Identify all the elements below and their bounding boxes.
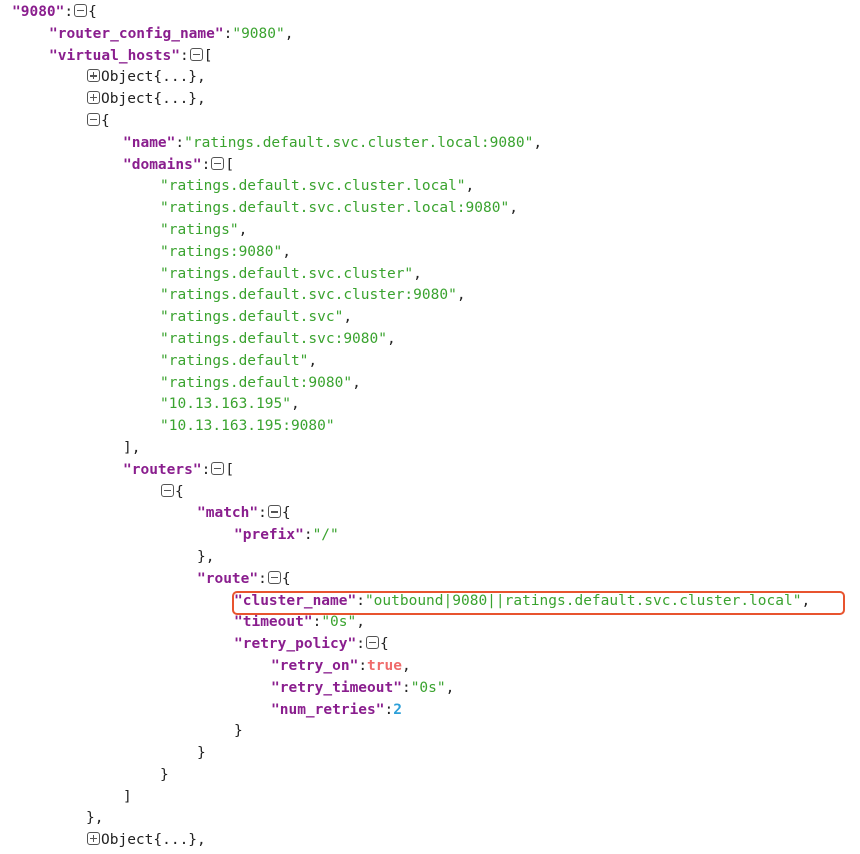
json-viewer: "9080":{ "router_config_name":"9080", "v… — [12, 2, 810, 852]
json-key-root: "9080" — [12, 4, 65, 20]
json-value-timeout: "0s" — [321, 614, 357, 631]
json-line-root: "9080":{ — [12, 4, 97, 20]
collapse-toggle-icon[interactable] — [211, 461, 225, 475]
json-line-domains: "domains":[ — [123, 156, 235, 173]
json-line-retry-on: "retry_on":true, — [271, 657, 411, 674]
json-value-name: "ratings.default.svc.cluster.local:9080" — [184, 134, 534, 151]
json-key-match: "match" — [197, 505, 259, 522]
json-value-retry-on: true — [367, 657, 402, 674]
collapse-toggle-icon[interactable] — [267, 570, 281, 584]
collapsed-object-label[interactable]: Object{...} — [101, 832, 198, 849]
domain-value: "10.13.163.195" — [160, 396, 291, 413]
json-line-domain-item: "ratings.default", — [160, 352, 318, 369]
json-key-name: "name" — [123, 134, 176, 151]
json-line-cluster-name: "cluster_name":"outbound|9080||ratings.d… — [234, 592, 811, 609]
domain-value: "10.13.163.195:9080" — [160, 418, 335, 435]
json-line-object-open: { — [12, 111, 810, 133]
json-line-retry-policy-close: } — [234, 723, 243, 740]
json-line-domain-item: "ratings.default.svc.cluster", — [160, 265, 422, 282]
domain-value: "ratings.default.svc.cluster" — [160, 265, 414, 282]
json-key-domains: "domains" — [123, 156, 202, 173]
json-line-collapsed-object: Object{...}, — [12, 89, 810, 111]
json-line-router-open: { — [12, 482, 810, 504]
json-value-num-retries: 2 — [393, 701, 402, 718]
json-key-cluster-name: "cluster_name" — [234, 592, 357, 609]
json-line-timeout: "timeout":"0s", — [234, 614, 365, 631]
domain-value: "ratings.default" — [160, 352, 309, 369]
json-key-router-config-name: "router_config_name" — [49, 25, 224, 42]
json-value-router-config-name: "9080" — [232, 25, 285, 42]
collapse-toggle-icon[interactable] — [189, 47, 203, 61]
json-line-domain-item: "ratings", — [160, 221, 248, 238]
json-line-virtual-hosts: "virtual_hosts":[ — [49, 47, 213, 64]
expand-toggle-icon[interactable] — [87, 69, 100, 83]
json-line-retry-policy: "retry_policy":{ — [234, 636, 389, 653]
json-line-collapsed-object: Object{...}, — [12, 67, 810, 89]
json-key-timeout: "timeout" — [234, 614, 313, 631]
json-line-domain-item: "10.13.163.195", — [160, 396, 300, 413]
json-line-num-retries: "num_retries":2 — [271, 701, 402, 718]
expand-toggle-icon[interactable] — [87, 832, 100, 846]
json-line-domain-item: "ratings.default.svc", — [160, 309, 353, 326]
domain-value: "ratings.default.svc.cluster.local" — [160, 178, 466, 195]
json-key-retry-policy: "retry_policy" — [234, 636, 357, 653]
collapse-toggle-icon[interactable] — [365, 636, 379, 650]
json-key-prefix: "prefix" — [234, 527, 304, 544]
json-value-retry-timeout: "0s" — [410, 679, 446, 696]
json-line-prefix: "prefix":"/" — [234, 527, 339, 544]
json-line-domain-item: "ratings.default.svc.cluster:9080", — [160, 287, 466, 304]
json-line-collapsed-object: Object{...}, — [12, 830, 810, 852]
json-line-domain-item: "ratings.default.svc:9080", — [160, 330, 396, 347]
json-line-router-config-name: "router_config_name":"9080", — [49, 25, 294, 42]
collapse-toggle-icon[interactable] — [161, 483, 174, 497]
json-line-match: "match":{ — [197, 505, 291, 522]
json-key-retry-on: "retry_on" — [271, 657, 359, 674]
json-line-router-close: } — [160, 766, 169, 783]
collapse-toggle-icon[interactable] — [267, 505, 281, 519]
json-line-routers: "routers":[ — [123, 461, 235, 478]
json-key-virtual-hosts: "virtual_hosts" — [49, 47, 180, 64]
json-value-cluster-name: "outbound|9080||ratings.default.svc.clus… — [364, 592, 802, 609]
collapse-toggle-icon[interactable] — [211, 156, 225, 170]
collapsed-object-label[interactable]: Object{...} — [101, 69, 198, 86]
expand-toggle-icon[interactable] — [87, 91, 100, 105]
json-key-retry-timeout: "retry_timeout" — [271, 679, 402, 696]
json-line-domain-item: "ratings.default:9080", — [160, 374, 361, 391]
json-line-domains-close: ], — [123, 439, 141, 456]
domain-value: "ratings.default.svc:9080" — [160, 330, 387, 347]
json-line-match-close: }, — [197, 548, 215, 565]
json-line-object-close: }, — [86, 810, 104, 827]
json-value-prefix: "/" — [312, 527, 339, 544]
domain-value: "ratings.default.svc.cluster.local:9080" — [160, 200, 510, 217]
json-line-retry-timeout: "retry_timeout":"0s", — [271, 679, 455, 696]
json-key-route: "route" — [197, 570, 259, 587]
domain-value: "ratings.default.svc.cluster:9080" — [160, 287, 457, 304]
collapsed-object-label[interactable]: Object{...} — [101, 91, 198, 108]
json-line-name: "name":"ratings.default.svc.cluster.loca… — [123, 134, 543, 151]
domain-value: "ratings" — [160, 221, 239, 238]
json-key-num-retries: "num_retries" — [271, 701, 385, 718]
domain-value: "ratings:9080" — [160, 243, 283, 260]
json-line-domain-item: "ratings.default.svc.cluster.local:9080"… — [160, 200, 518, 217]
json-line-route-close: } — [197, 745, 206, 762]
json-line-route: "route":{ — [197, 570, 291, 587]
collapse-toggle-icon[interactable] — [74, 4, 88, 17]
json-key-routers: "routers" — [123, 461, 202, 478]
collapse-toggle-icon[interactable] — [87, 112, 100, 126]
json-line-routers-close: ] — [123, 788, 132, 805]
json-line-domain-item: "ratings:9080", — [160, 243, 291, 260]
json-line-domain-item: "ratings.default.svc.cluster.local", — [160, 178, 475, 195]
domain-value: "ratings.default:9080" — [160, 374, 353, 391]
domain-value: "ratings.default.svc" — [160, 309, 344, 326]
json-line-domain-item: "10.13.163.195:9080" — [12, 416, 810, 438]
